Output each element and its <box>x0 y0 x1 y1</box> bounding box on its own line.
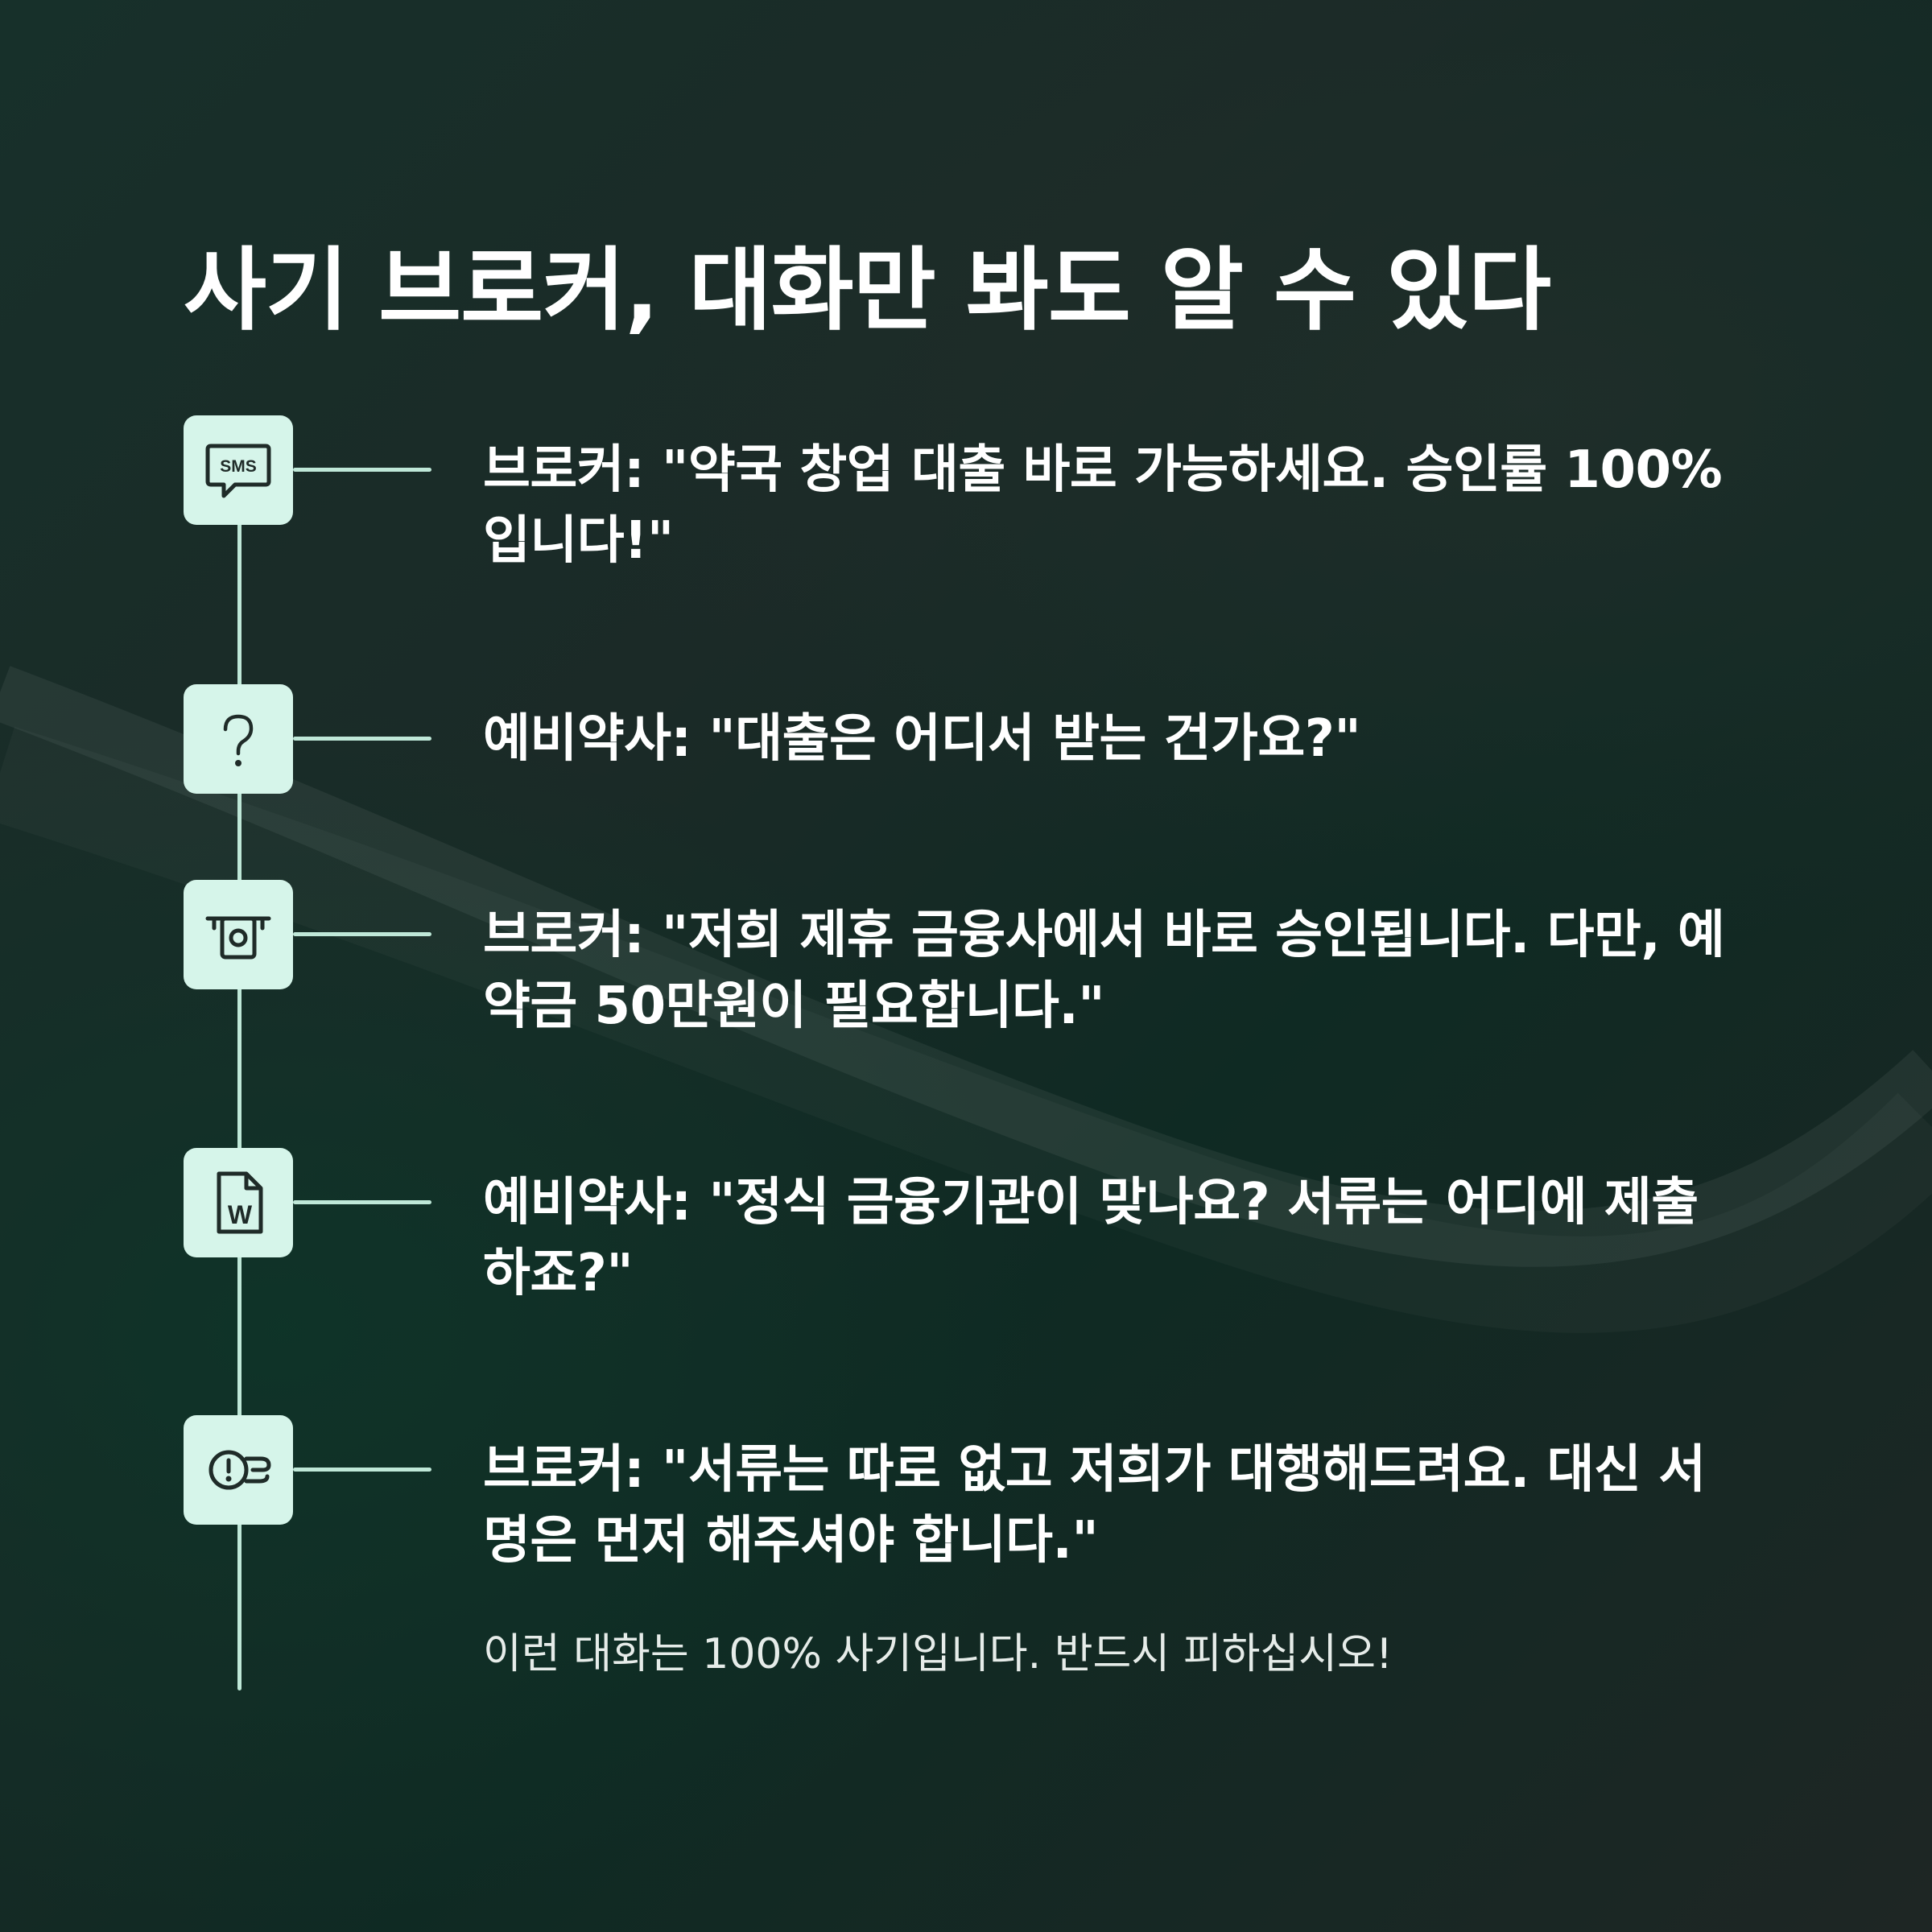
sms-icon: SMS <box>205 444 271 498</box>
word-document-icon: W <box>217 1171 263 1234</box>
connector-2 <box>293 737 431 741</box>
sms-icon-box: SMS <box>184 415 293 525</box>
warning-footer-note: 이런 대화는 100% 사기입니다. 반드시 피하십시오! <box>483 1630 1393 1678</box>
svg-text:SMS: SMS <box>220 457 257 476</box>
question-icon <box>223 714 254 766</box>
message-broker-1: 브로커: "약국 창업 대출 바로 가능하세요. 승인률 100%입니다!" <box>483 440 1723 571</box>
word-document-icon-box: W <box>184 1148 293 1257</box>
message-broker-2: 브로커: "저희 제휴 금융사에서 바로 승인됩니다. 다만, 예약금 50만원… <box>483 906 1725 1036</box>
cash-icon <box>205 916 271 960</box>
connector-5 <box>293 1468 431 1472</box>
message-broker-3: 브로커: "서류는 따로 없고 저희가 대행해드려요. 대신 서명은 먼저 해주… <box>483 1440 1706 1571</box>
connector-1 <box>293 468 431 472</box>
timeline-line <box>237 495 242 1690</box>
warning-wind-icon-box <box>184 1415 293 1525</box>
connector-3 <box>293 932 431 936</box>
question-icon-box <box>184 684 293 794</box>
warning-wind-icon <box>208 1450 271 1490</box>
message-pharmacist-1: 예비약사: "대출은 어디서 받는 건가요?" <box>483 709 1361 769</box>
svg-text:W: W <box>228 1200 253 1229</box>
cash-icon-box <box>184 880 293 989</box>
connector-4 <box>293 1200 431 1204</box>
page-title: 사기 브로커, 대화만 봐도 알 수 있다 <box>184 238 1551 343</box>
message-pharmacist-2: 예비약사: "정식 금융기관이 맞나요? 서류는 어디에 제출하죠?" <box>483 1173 1699 1303</box>
